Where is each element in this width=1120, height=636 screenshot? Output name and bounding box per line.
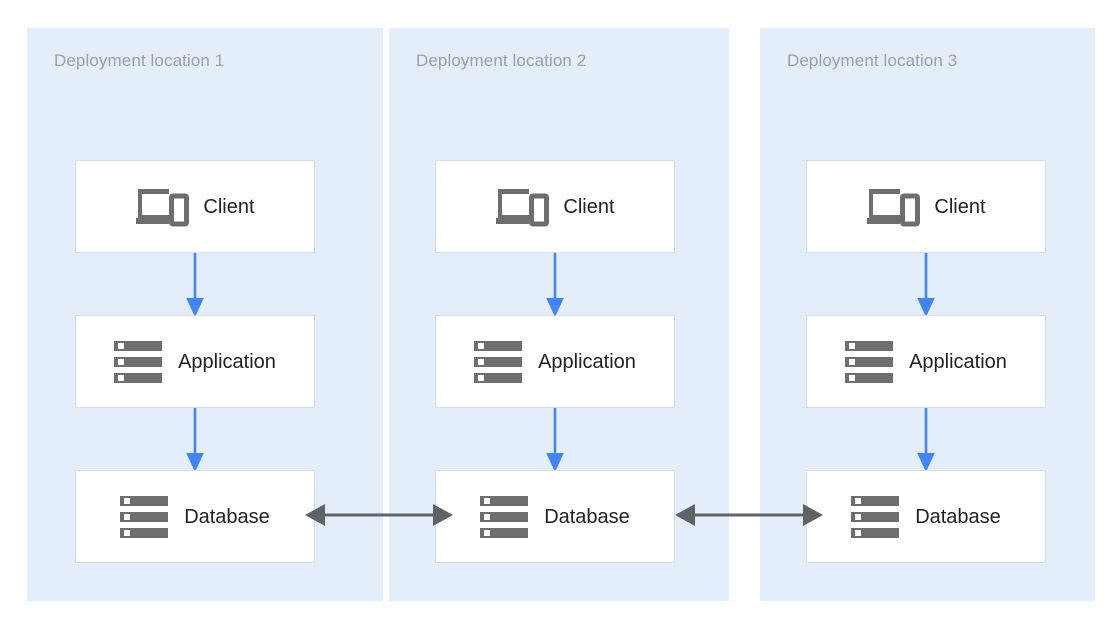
- node-database-2[interactable]: Database: [435, 470, 675, 563]
- node-database-1[interactable]: Database: [75, 470, 315, 563]
- deployment-zone-2: Deployment location 2 Client: [389, 28, 729, 601]
- node-database-3-label: Database: [915, 505, 1001, 528]
- node-client-3-label: Client: [934, 195, 986, 218]
- node-application-2-label: Application: [538, 350, 636, 373]
- zone-3-title: Deployment location 3: [787, 51, 958, 70]
- server-rack-icon: [474, 340, 523, 383]
- server-rack-icon: [845, 340, 894, 383]
- arrow-application-to-database-1: [184, 408, 206, 472]
- arrow-application-to-database-3: [915, 408, 937, 472]
- arrow-application-to-database-2: [544, 408, 566, 472]
- node-client-3[interactable]: Client: [806, 160, 1046, 253]
- server-rack-icon: [120, 495, 169, 538]
- node-application-2[interactable]: Application: [435, 315, 675, 408]
- server-rack-icon: [851, 495, 900, 538]
- arrow-client-to-application-1: [184, 253, 206, 317]
- devices-icon: [495, 187, 550, 227]
- zone-2-title: Deployment location 2: [416, 51, 587, 70]
- deployment-zone-3: Deployment location 3 Client: [760, 28, 1095, 601]
- arrow-database-2-to-database-3: [675, 500, 823, 530]
- server-rack-icon: [114, 340, 163, 383]
- node-application-1[interactable]: Application: [75, 315, 315, 408]
- node-client-1[interactable]: Client: [75, 160, 315, 253]
- deployment-zone-1: Deployment location 1 Client: [27, 28, 383, 601]
- node-application-3-label: Application: [909, 350, 1007, 373]
- arrow-client-to-application-3: [915, 253, 937, 317]
- node-application-3[interactable]: Application: [806, 315, 1046, 408]
- node-application-1-label: Application: [178, 350, 276, 373]
- node-client-2[interactable]: Client: [435, 160, 675, 253]
- node-client-1-label: Client: [203, 195, 255, 218]
- devices-icon: [135, 187, 190, 227]
- node-database-1-label: Database: [184, 505, 270, 528]
- server-rack-icon: [480, 495, 529, 538]
- zone-1-title: Deployment location 1: [54, 51, 225, 70]
- arrow-client-to-application-2: [544, 253, 566, 317]
- node-database-2-label: Database: [544, 505, 630, 528]
- node-database-3[interactable]: Database: [806, 470, 1046, 563]
- node-client-2-label: Client: [563, 195, 615, 218]
- devices-icon: [866, 187, 921, 227]
- arrow-database-1-to-database-2: [305, 500, 453, 530]
